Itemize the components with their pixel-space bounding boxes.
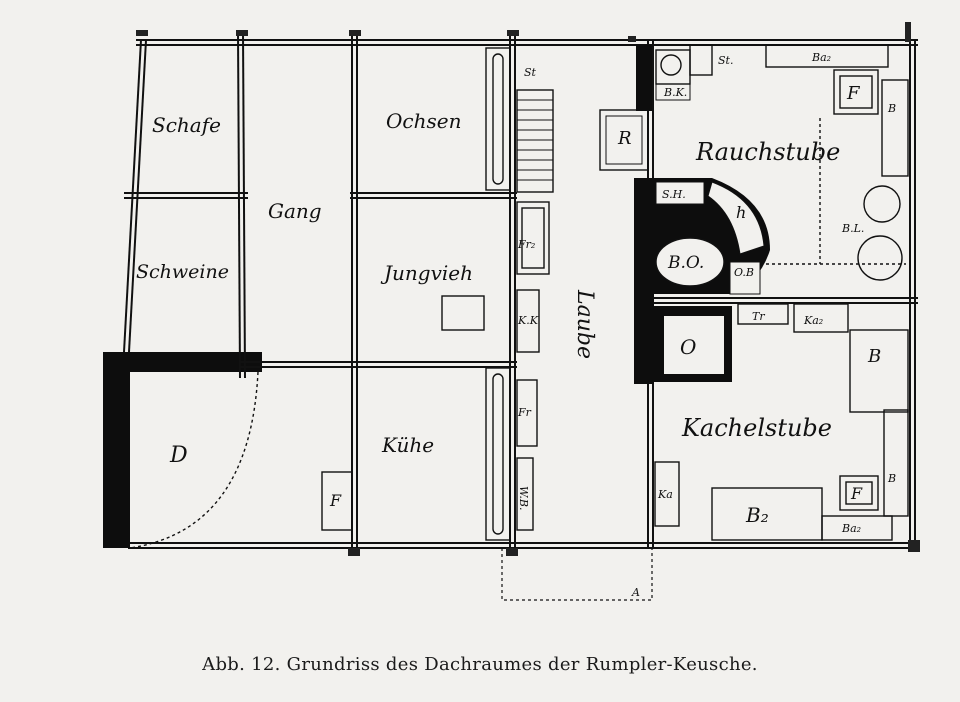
label-gang: Gang: [268, 199, 322, 223]
label-jungvieh: Jungvieh: [380, 261, 473, 285]
rauchstube-fixtures: [689, 44, 909, 281]
door-swing-d: [129, 371, 259, 549]
label-schafe: Schafe: [152, 113, 221, 137]
floor-plan: Schafe Schweine Gang Ochsen Jungvieh Küh…: [103, 22, 920, 601]
label-kachelstube: Kachelstube: [681, 414, 832, 442]
label-b-kachel: B: [867, 346, 881, 367]
label-o-oven: O: [680, 335, 696, 359]
label-ob: O.B: [734, 266, 754, 279]
label-f-kachel: F: [850, 484, 863, 503]
label-wb: W.B.: [517, 486, 530, 510]
jungvieh-box: [441, 295, 485, 331]
laube-fixtures: [516, 201, 680, 531]
label-kk: K.K: [517, 314, 539, 327]
label-d: D: [169, 443, 188, 468]
label-b2: B₂: [745, 503, 769, 527]
figure-caption: Abb. 12. Grundriss des Dachraumes der Ru…: [202, 654, 758, 675]
troughs: [485, 47, 511, 541]
stair: [516, 89, 554, 193]
label-f-rauch: F: [846, 83, 861, 104]
label-laube: Laube: [572, 289, 597, 359]
r-box: [599, 109, 649, 171]
label-h: h: [736, 203, 746, 222]
label-bo: B.O.: [667, 253, 704, 273]
label-fr-lower: Fr: [517, 406, 532, 419]
label-ka-mid: Ka: [657, 488, 673, 501]
oven-complex: [634, 178, 770, 384]
label-bk: B.K.: [663, 86, 687, 99]
label-bl: B.L.: [841, 222, 864, 235]
label-ochsen: Ochsen: [386, 109, 461, 133]
kachelstube-fixtures: [711, 303, 909, 541]
label-rauchstube: Rauchstube: [695, 138, 840, 166]
label-ka2: Ka₂: [803, 314, 823, 327]
label-f-kuehe: F: [329, 491, 342, 510]
hearth-top: [636, 45, 691, 111]
label-schweine: Schweine: [136, 261, 229, 283]
outer-walls: [123, 39, 918, 549]
kuehe-f-box: [321, 471, 353, 531]
label-fr2: Fr₂: [517, 238, 535, 251]
label-sh: S.H.: [662, 188, 686, 201]
dark-wall: [103, 352, 262, 548]
label-st-right: St.: [718, 54, 733, 67]
label-ba2-bottom: Ba₂: [841, 522, 861, 535]
label-ba-side: B: [887, 102, 896, 115]
label-a-ext: A: [631, 586, 640, 599]
label-r: R: [617, 128, 632, 149]
label-b-kachel-small: B: [887, 472, 896, 485]
label-st-left: St: [524, 66, 537, 79]
annex-a: [501, 548, 653, 601]
label-tr-rauch: Tr: [752, 310, 765, 323]
label-ba2-top: Ba₂: [811, 51, 831, 64]
label-kuehe: Kühe: [381, 433, 434, 457]
wall-posts: [136, 22, 920, 556]
